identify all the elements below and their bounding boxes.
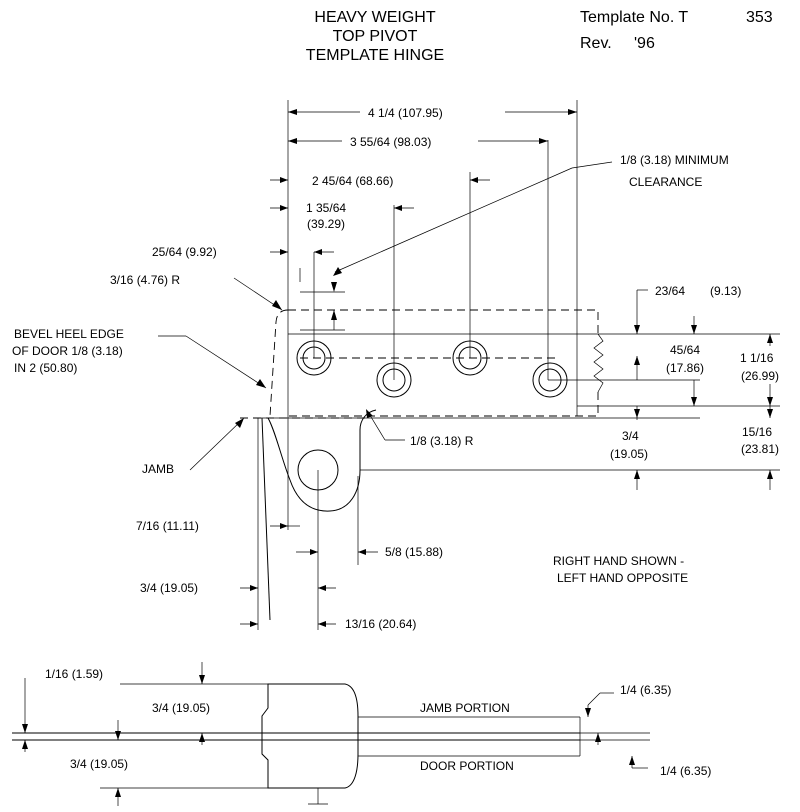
dim-1-35-64-line2: (39.29) bbox=[307, 217, 345, 231]
hinge-outline bbox=[240, 309, 604, 621]
dim-4-1-4: 4 1/4 (107.95) bbox=[368, 106, 443, 120]
jamb-leaf-outline bbox=[267, 409, 377, 512]
dim-13-16: 13/16 (20.64) bbox=[345, 617, 416, 631]
template-number: 353 bbox=[746, 9, 773, 26]
hand-note-line2: LEFT HAND OPPOSITE bbox=[557, 571, 688, 585]
jamb-label: JAMB bbox=[142, 462, 174, 476]
section-dim-3-4-bottom: 3/4 (19.05) bbox=[70, 757, 128, 771]
dim-1-8-radius: 1/8 (3.18) R bbox=[410, 434, 474, 448]
bevel-note-line2: OF DOOR 1/8 (3.18) bbox=[12, 344, 123, 358]
dim-15-16: 15/16 bbox=[742, 425, 772, 439]
dim-15-16-mm: (23.81) bbox=[741, 442, 779, 456]
bevel-heel-edge bbox=[269, 309, 289, 417]
title-line-2: TOP PIVOT bbox=[333, 28, 418, 45]
leader-lines bbox=[158, 161, 613, 471]
dim-3-4-mm: (19.05) bbox=[610, 447, 648, 461]
dim-3-4-left: 3/4 (19.05) bbox=[140, 581, 198, 595]
min-clearance-line2: CLEARANCE bbox=[629, 175, 702, 189]
bottom-dimension-lines bbox=[240, 523, 378, 627]
top-dimension-lines bbox=[270, 109, 577, 255]
dim-3-4: 3/4 bbox=[622, 429, 639, 443]
template-number-label: Template No. T bbox=[580, 9, 688, 26]
section-dim-1-16: 1/16 (1.59) bbox=[45, 667, 103, 681]
title-block: HEAVY WEIGHT TOP PIVOT TEMPLATE HINGE Te… bbox=[306, 9, 773, 64]
dim-2-45-64: 2 45/64 (68.66) bbox=[312, 174, 393, 188]
title-line-1: HEAVY WEIGHT bbox=[314, 9, 435, 26]
dim-3-55-64: 3 55/64 (98.03) bbox=[350, 135, 431, 149]
bevel-note-line3: IN 2 (50.80) bbox=[14, 361, 77, 375]
revision-label: Rev. bbox=[580, 35, 612, 52]
dim-23-64: 23/64 bbox=[655, 284, 685, 298]
dim-45-64-mm: (17.86) bbox=[666, 361, 704, 375]
section-dim-3-4-top: 3/4 (19.05) bbox=[152, 701, 210, 715]
jamb-portion-label: JAMB PORTION bbox=[420, 701, 510, 715]
dim-45-64: 45/64 bbox=[670, 343, 700, 357]
door-portion-label: DOOR PORTION bbox=[420, 759, 514, 773]
leaf-top-dashed-edge bbox=[288, 309, 599, 334]
jamb-edge-line bbox=[261, 417, 271, 621]
hand-note-line1: RIGHT HAND SHOWN - bbox=[553, 554, 684, 568]
dim-3-16-radius: 3/16 (4.76) R bbox=[110, 273, 180, 287]
section-body-outline bbox=[261, 683, 359, 789]
dim-1-35-64-line1: 1 35/64 bbox=[306, 201, 346, 215]
right-dimension-lines bbox=[634, 289, 773, 490]
dimension-labels: 4 1/4 (107.95) 3 55/64 (98.03) 2 45/64 (… bbox=[12, 106, 779, 631]
screw-holes bbox=[296, 340, 568, 491]
dim-25-64: 25/64 (9.92) bbox=[152, 245, 217, 259]
leaf-bottom-dashed-edge bbox=[288, 392, 599, 417]
bevel-note-line1: BEVEL HEEL EDGE bbox=[14, 327, 124, 341]
title-line-3: TEMPLATE HINGE bbox=[306, 47, 444, 64]
dim-1-1-16-mm: (26.99) bbox=[741, 369, 779, 383]
section-view: 1/16 (1.59) 3/4 (19.05) 3/4 (19.05) JAMB… bbox=[12, 662, 711, 806]
section-dim-1-4-top: 1/4 (6.35) bbox=[620, 683, 671, 697]
dim-1-1-16: 1 1/16 bbox=[740, 351, 774, 365]
dim-5-8: 5/8 (15.88) bbox=[385, 545, 443, 559]
dim-7-16: 7/16 (11.11) bbox=[136, 519, 199, 533]
revision-value: '96 bbox=[634, 35, 655, 52]
min-clearance-line1: 1/8 (3.18) MINIMUM bbox=[620, 153, 729, 167]
section-dim-1-4-bottom: 1/4 (6.35) bbox=[660, 764, 711, 778]
dim-23-64-mm: (9.13) bbox=[710, 284, 741, 298]
extension-lines bbox=[257, 100, 780, 630]
break-symbol bbox=[593, 333, 604, 393]
